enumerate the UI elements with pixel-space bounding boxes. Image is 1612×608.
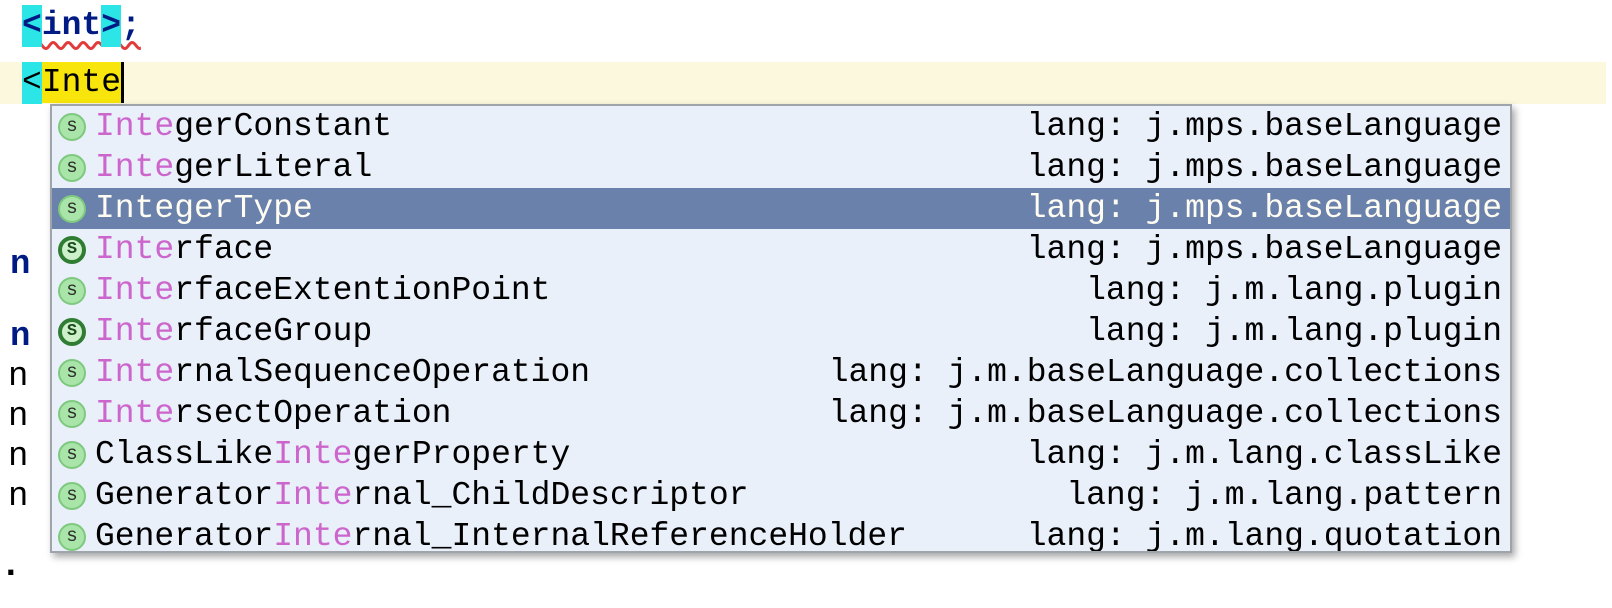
completion-popup[interactable]: s IntegerConstant lang: j.mps.baseLangua… xyxy=(50,104,1512,553)
semicolon: ; xyxy=(121,7,141,44)
concept-icon: s xyxy=(58,399,86,428)
completion-item-language: lang: j.m.baseLanguage.collections xyxy=(828,395,1502,432)
completion-item[interactable]: s ClassLikeIntegerProperty lang: j.m.lan… xyxy=(52,434,1510,475)
completion-item-label: InterfaceGroup xyxy=(95,313,373,350)
completion-item-language: lang: j.mps.baseLanguage xyxy=(1026,190,1502,227)
completion-item-label: GeneratorInternal_InternalReferenceHolde… xyxy=(95,518,907,553)
current-line-highlight: <Inte xyxy=(0,62,1606,104)
matching-brace-highlight-close: > xyxy=(101,5,122,47)
completion-item-label: ClassLikeIntegerProperty xyxy=(95,436,571,473)
concept-icon: s xyxy=(58,112,86,141)
completion-item-language: lang: j.m.lang.quotation xyxy=(1026,518,1502,553)
completion-item-language: lang: j.m.lang.pattern xyxy=(1066,477,1502,514)
completion-item-label: InternalSequenceOperation xyxy=(95,354,591,391)
completion-item[interactable]: s InterfaceExtentionPoint lang: j.m.lang… xyxy=(52,270,1510,311)
concept-icon: s xyxy=(58,522,86,551)
completion-item[interactable]: s GeneratorInternal_InternalReferenceHol… xyxy=(52,516,1510,553)
completion-item-label: IntegerLiteral xyxy=(95,149,373,186)
editor-stray-period: . xyxy=(0,545,22,586)
interface-concept-icon: S xyxy=(58,235,86,264)
editor-background-char: n xyxy=(8,398,29,436)
completion-item-label: IntersectOperation xyxy=(95,395,452,432)
completion-item-language: lang: j.m.lang.plugin xyxy=(1086,272,1502,309)
concept-icon: s xyxy=(58,440,86,469)
completion-item-label: IntegerType xyxy=(95,190,313,227)
completion-item[interactable]: s IntegerLiteral lang: j.mps.baseLanguag… xyxy=(52,147,1510,188)
completion-item-label: InterfaceExtentionPoint xyxy=(95,272,551,309)
concept-icon: s xyxy=(58,194,86,223)
concept-icon: s xyxy=(58,153,86,182)
matching-brace-highlight-open: < xyxy=(22,5,42,47)
keyword-int: int xyxy=(41,7,102,44)
completion-item-label: GeneratorInternal_ChildDescriptor xyxy=(95,477,749,514)
completion-item-label: IntegerConstant xyxy=(95,108,393,145)
completion-item[interactable]: S InterfaceGroup lang: j.m.lang.plugin xyxy=(52,311,1510,352)
completion-item-label: Interface xyxy=(95,231,274,268)
editor-background-char: n xyxy=(8,478,29,516)
completion-item-language: lang: j.m.lang.plugin xyxy=(1086,313,1502,350)
completion-item[interactable]: S Interface lang: j.mps.baseLanguage xyxy=(52,229,1510,270)
typed-text-with-caret[interactable]: Inte xyxy=(41,62,125,103)
open-bracket-highlight: < xyxy=(22,62,42,104)
editor-background-char: n xyxy=(8,438,29,476)
completion-item-language: lang: j.mps.baseLanguage xyxy=(1026,231,1502,268)
completion-item[interactable]: s IntegerConstant lang: j.mps.baseLangua… xyxy=(52,106,1510,147)
completion-item[interactable]: s GeneratorInternal_ChildDescriptor lang… xyxy=(52,475,1510,516)
completion-item[interactable]: s InternalSequenceOperation lang: j.m.ba… xyxy=(52,352,1510,393)
code-line-int[interactable]: <int>; xyxy=(22,5,141,47)
completion-item-selected[interactable]: s IntegerType lang: j.mps.baseLanguage xyxy=(52,188,1510,229)
interface-concept-icon: S xyxy=(58,317,86,346)
editor-background-char: n xyxy=(8,358,29,396)
completion-item-language: lang: j.mps.baseLanguage xyxy=(1026,149,1502,186)
completion-item[interactable]: s IntersectOperation lang: j.m.baseLangu… xyxy=(52,393,1510,434)
completion-item-language: lang: j.mps.baseLanguage xyxy=(1026,108,1502,145)
code-line-typing[interactable]: <Inte xyxy=(22,62,125,104)
completion-item-language: lang: j.m.lang.classLike xyxy=(1026,436,1502,473)
concept-icon: s xyxy=(58,358,86,387)
editor-background-char: n xyxy=(10,246,31,284)
concept-icon: s xyxy=(58,276,86,305)
completion-item-language: lang: j.m.baseLanguage.collections xyxy=(828,354,1502,391)
concept-icon: s xyxy=(58,481,86,510)
editor-background-char: n xyxy=(10,318,31,356)
